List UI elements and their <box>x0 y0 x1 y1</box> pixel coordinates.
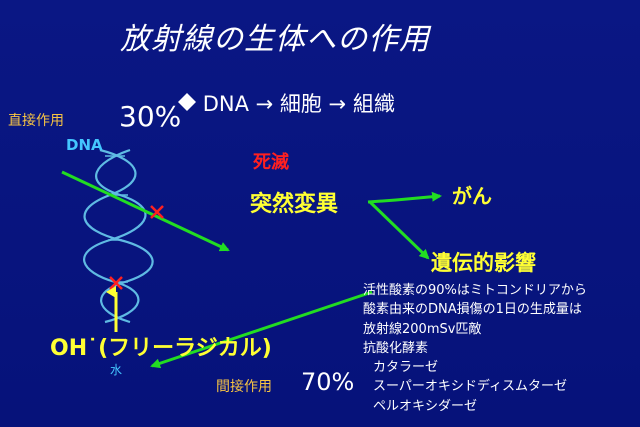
indirect-action-percent: 70% <box>301 368 355 396</box>
water-label: 水 <box>110 363 123 377</box>
info-line: ペルオキシダーゼ <box>373 398 478 414</box>
subtitle-text: DNA → 細胞 → 組織 <box>202 92 395 116</box>
info-line: 活性酸素の90%はミトコンドリアから <box>363 283 587 298</box>
diamond-bullet-icon <box>178 93 196 111</box>
subtitle: DNA → 細胞 → 組織 <box>178 88 395 118</box>
info-line: 酸素由来のDNA損傷の1日の生成量は <box>363 302 582 318</box>
indirect-action-arrow <box>150 290 373 369</box>
effect-death: 死滅 <box>253 152 289 173</box>
mutation-branch-arrow <box>367 191 442 204</box>
info-list: 活性酸素の90%はミトコンドリアから 酸素由来のDNA損傷の1日の生成量は 放射… <box>363 281 587 416</box>
indirect-action-label: 間接作用 <box>216 379 272 395</box>
info-line: 放射線200mSv匹敵 <box>363 321 482 337</box>
info-line: 抗酸化酵素 <box>363 340 429 356</box>
direct-action-percent: 30% <box>119 100 182 133</box>
info-line: スーパーオキシドディスムターゼ <box>373 379 567 395</box>
direct-action-arrow <box>61 170 230 252</box>
slide-title: 放射線の生体への作用 <box>120 22 430 57</box>
dna-helix-icon <box>83 148 154 324</box>
effect-mutation: 突然変異 <box>250 192 339 217</box>
effect-cancer: がん <box>452 184 492 208</box>
free-radical-label: OH˙(フリーラジカル) <box>50 336 272 361</box>
hereditary-arrow <box>368 200 430 260</box>
info-line: カタラーゼ <box>373 360 439 376</box>
dna-label: DNA <box>66 136 103 154</box>
direct-action-label: 直接作用 <box>8 113 64 129</box>
effect-hereditary: 遺伝的影響 <box>431 251 536 275</box>
damage-x-icon <box>150 205 164 219</box>
